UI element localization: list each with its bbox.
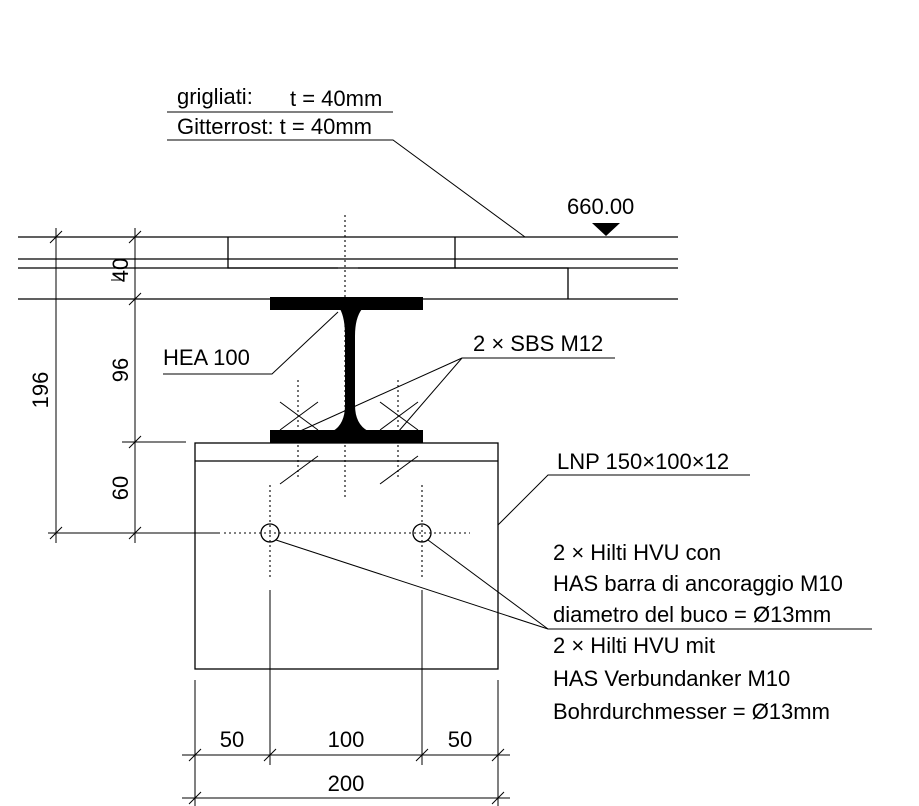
dim-edge-right: 50 — [448, 727, 472, 752]
lnp-angle — [194, 442, 499, 670]
anchor-it-line-3: diametro del buco = Ø13mm — [553, 602, 831, 627]
dim-grating: 40 — [108, 258, 133, 282]
dim-beam-height: 96 — [108, 358, 133, 382]
anchor-de-line-1: 2 × Hilti HVU mit — [553, 633, 715, 658]
dim-edge-left: 50 — [220, 727, 244, 752]
anchor-it-line-1: 2 × Hilti HVU con — [553, 540, 721, 565]
horizontal-dimensions: 50 100 50 200 — [182, 590, 510, 806]
grating-it-label: grigliati: — [177, 84, 253, 109]
angle-label: LNP 150×100×12 — [557, 449, 729, 474]
grating-de-label: Gitterrost: t = 40mm — [177, 114, 372, 139]
bolt-label: 2 × SBS M12 — [473, 331, 603, 356]
anchor-it-line-2: HAS barra di ancoraggio M10 — [553, 571, 843, 596]
grating-it-value: t = 40mm — [290, 86, 382, 111]
level-marker: 660.00 — [567, 194, 634, 236]
level-label: 660.00 — [567, 194, 634, 219]
dim-total-height: 196 — [28, 372, 53, 409]
vertical-dimensions: 196 40 96 60 — [28, 228, 265, 543]
axis-lines — [224, 215, 470, 580]
hea-beam — [270, 297, 423, 443]
dim-anchor-offset: 60 — [108, 476, 133, 500]
anchor-de-line-2: HAS Verbundanker M10 — [553, 666, 790, 691]
anchor-holes — [260, 523, 432, 543]
dim-total-width: 200 — [328, 771, 365, 796]
dim-anchor-spacing: 100 — [328, 727, 365, 752]
anchor-de-line-3: Bohrdurchmesser = Ø13mm — [553, 699, 830, 724]
bolt-symbols — [279, 401, 419, 485]
callouts: grigliati: t = 40mm Gitterrost: t = 40mm… — [163, 84, 843, 724]
beam-label: HEA 100 — [163, 345, 250, 370]
leaders — [163, 111, 872, 630]
